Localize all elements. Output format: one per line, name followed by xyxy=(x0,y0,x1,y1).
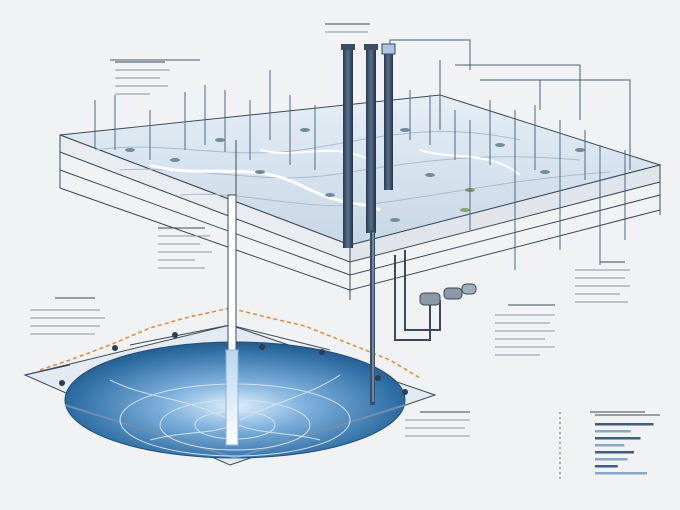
side-bar xyxy=(595,430,631,433)
side-bar xyxy=(595,444,625,447)
callout-right-middle xyxy=(575,261,630,303)
well-shaft xyxy=(225,140,239,446)
callout-bottom-center xyxy=(405,411,470,437)
side-bar xyxy=(595,423,654,426)
side-bar-chart xyxy=(559,411,660,480)
side-bar xyxy=(595,437,641,440)
callout-left-lower xyxy=(30,297,105,335)
pump-assembly xyxy=(394,250,477,341)
terrain-plate xyxy=(59,94,662,263)
side-bar xyxy=(595,465,618,468)
side-bar xyxy=(595,451,634,454)
callout-top-center xyxy=(325,23,370,33)
callout-right-lower xyxy=(495,304,555,356)
callout-top-left xyxy=(115,61,170,95)
side-bar xyxy=(595,458,628,461)
sensor-lines xyxy=(94,70,626,270)
callout-left-middle xyxy=(158,227,212,269)
pipes xyxy=(341,43,396,405)
side-bar xyxy=(595,472,647,475)
strata-lines xyxy=(59,152,661,300)
